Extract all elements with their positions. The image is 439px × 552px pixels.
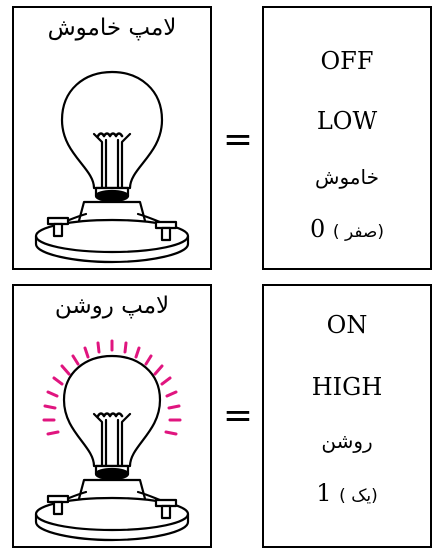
equals-sign-off: = — [222, 119, 254, 160]
equals-sign-on: = — [222, 395, 254, 436]
state-off-value: 0 ( صفر) — [264, 214, 430, 247]
state-high-english: HIGH — [311, 373, 383, 401]
state-on-number-word: ( یک) — [339, 486, 378, 506]
state-on-number: 1 — [316, 479, 332, 507]
state-low-english: LOW — [316, 107, 378, 135]
state-on-value: 1 ( یک) — [264, 478, 430, 511]
state-on-persian: روشن — [321, 429, 373, 453]
state-off-number-word: ( صفر) — [332, 222, 385, 242]
state-on-english: ON — [326, 311, 368, 339]
lamp-off-label: لامپ خاموش — [47, 15, 177, 41]
lamp-off-panel: لامپ خاموش — [12, 6, 212, 270]
light-bulb-off-icon — [34, 70, 190, 264]
state-off-english: OFF — [320, 47, 374, 75]
state-off-persian: خاموش — [315, 165, 379, 189]
state-on-panel: ON HIGH روشن 1 ( یک) — [262, 284, 432, 548]
light-bulb-on-icon — [34, 339, 190, 542]
state-off-number: 0 — [309, 215, 326, 243]
lamp-on-panel: لامپ روشن — [12, 284, 212, 548]
lamp-on-label: لامپ روشن — [54, 293, 170, 319]
state-off-panel: OFF LOW خاموش 0 ( صفر) — [262, 6, 432, 270]
